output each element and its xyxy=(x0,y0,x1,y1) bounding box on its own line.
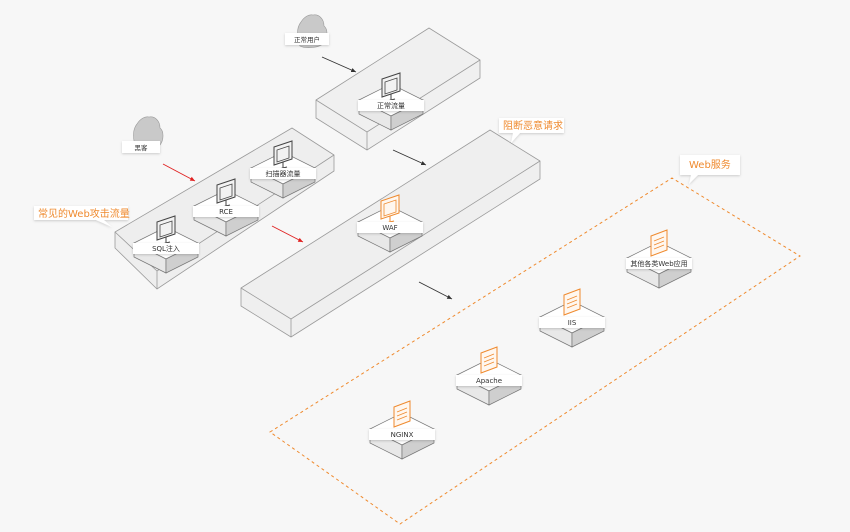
web-services-region xyxy=(269,177,801,525)
rce-node: RCE xyxy=(193,178,259,237)
normal-traffic-node: 正常流量 xyxy=(358,72,424,131)
server-iis: IIS xyxy=(539,288,605,348)
arrow-normal-user-to-traffic xyxy=(321,56,357,73)
callout-web: Web服务 xyxy=(680,155,740,184)
callout-block: 阻断恶意请求 xyxy=(499,118,564,143)
arrow-waf-to-web xyxy=(418,281,453,300)
rce-label: RCE xyxy=(219,208,233,216)
scanner-traffic-label: 扫描器流量 xyxy=(266,169,301,178)
callout-block-label: 阻断恶意请求 xyxy=(503,119,563,132)
normal-user-label: 正常用户 xyxy=(294,35,320,44)
sqli-label: SQL注入 xyxy=(152,244,180,253)
arrow-hacker-to-attack xyxy=(162,163,196,182)
arrow-traffic-to-waf xyxy=(392,149,427,166)
server-nginx: NGINX xyxy=(369,400,435,460)
callout-attack-traffic: 常见的Web攻击流量 xyxy=(34,206,130,227)
server-apache-label: Apache xyxy=(476,377,502,385)
normal-traffic-label: 正常流量 xyxy=(377,101,405,110)
hacker-label: 黑客 xyxy=(135,143,149,152)
server-apache: Apache xyxy=(456,346,522,406)
server-other: 其他各类Web应用 xyxy=(626,229,692,289)
sqli-node: SQL注入 xyxy=(133,215,199,274)
callout-web-label: Web服务 xyxy=(689,158,731,171)
arrow-attack-to-waf xyxy=(271,225,304,243)
waf-node: WAF xyxy=(357,194,423,253)
server-other-label: 其他各类Web应用 xyxy=(630,259,687,268)
scanner-traffic-node: 扫描器流量 xyxy=(250,140,316,199)
callout-attack-label: 常见的Web攻击流量 xyxy=(38,207,130,220)
hacker-user: 黑客 xyxy=(122,116,164,153)
normal-user: 正常用户 xyxy=(285,14,329,48)
waf-label: WAF xyxy=(382,224,397,232)
server-iis-label: IIS xyxy=(568,319,577,327)
server-nginx-label: NGINX xyxy=(391,431,414,439)
